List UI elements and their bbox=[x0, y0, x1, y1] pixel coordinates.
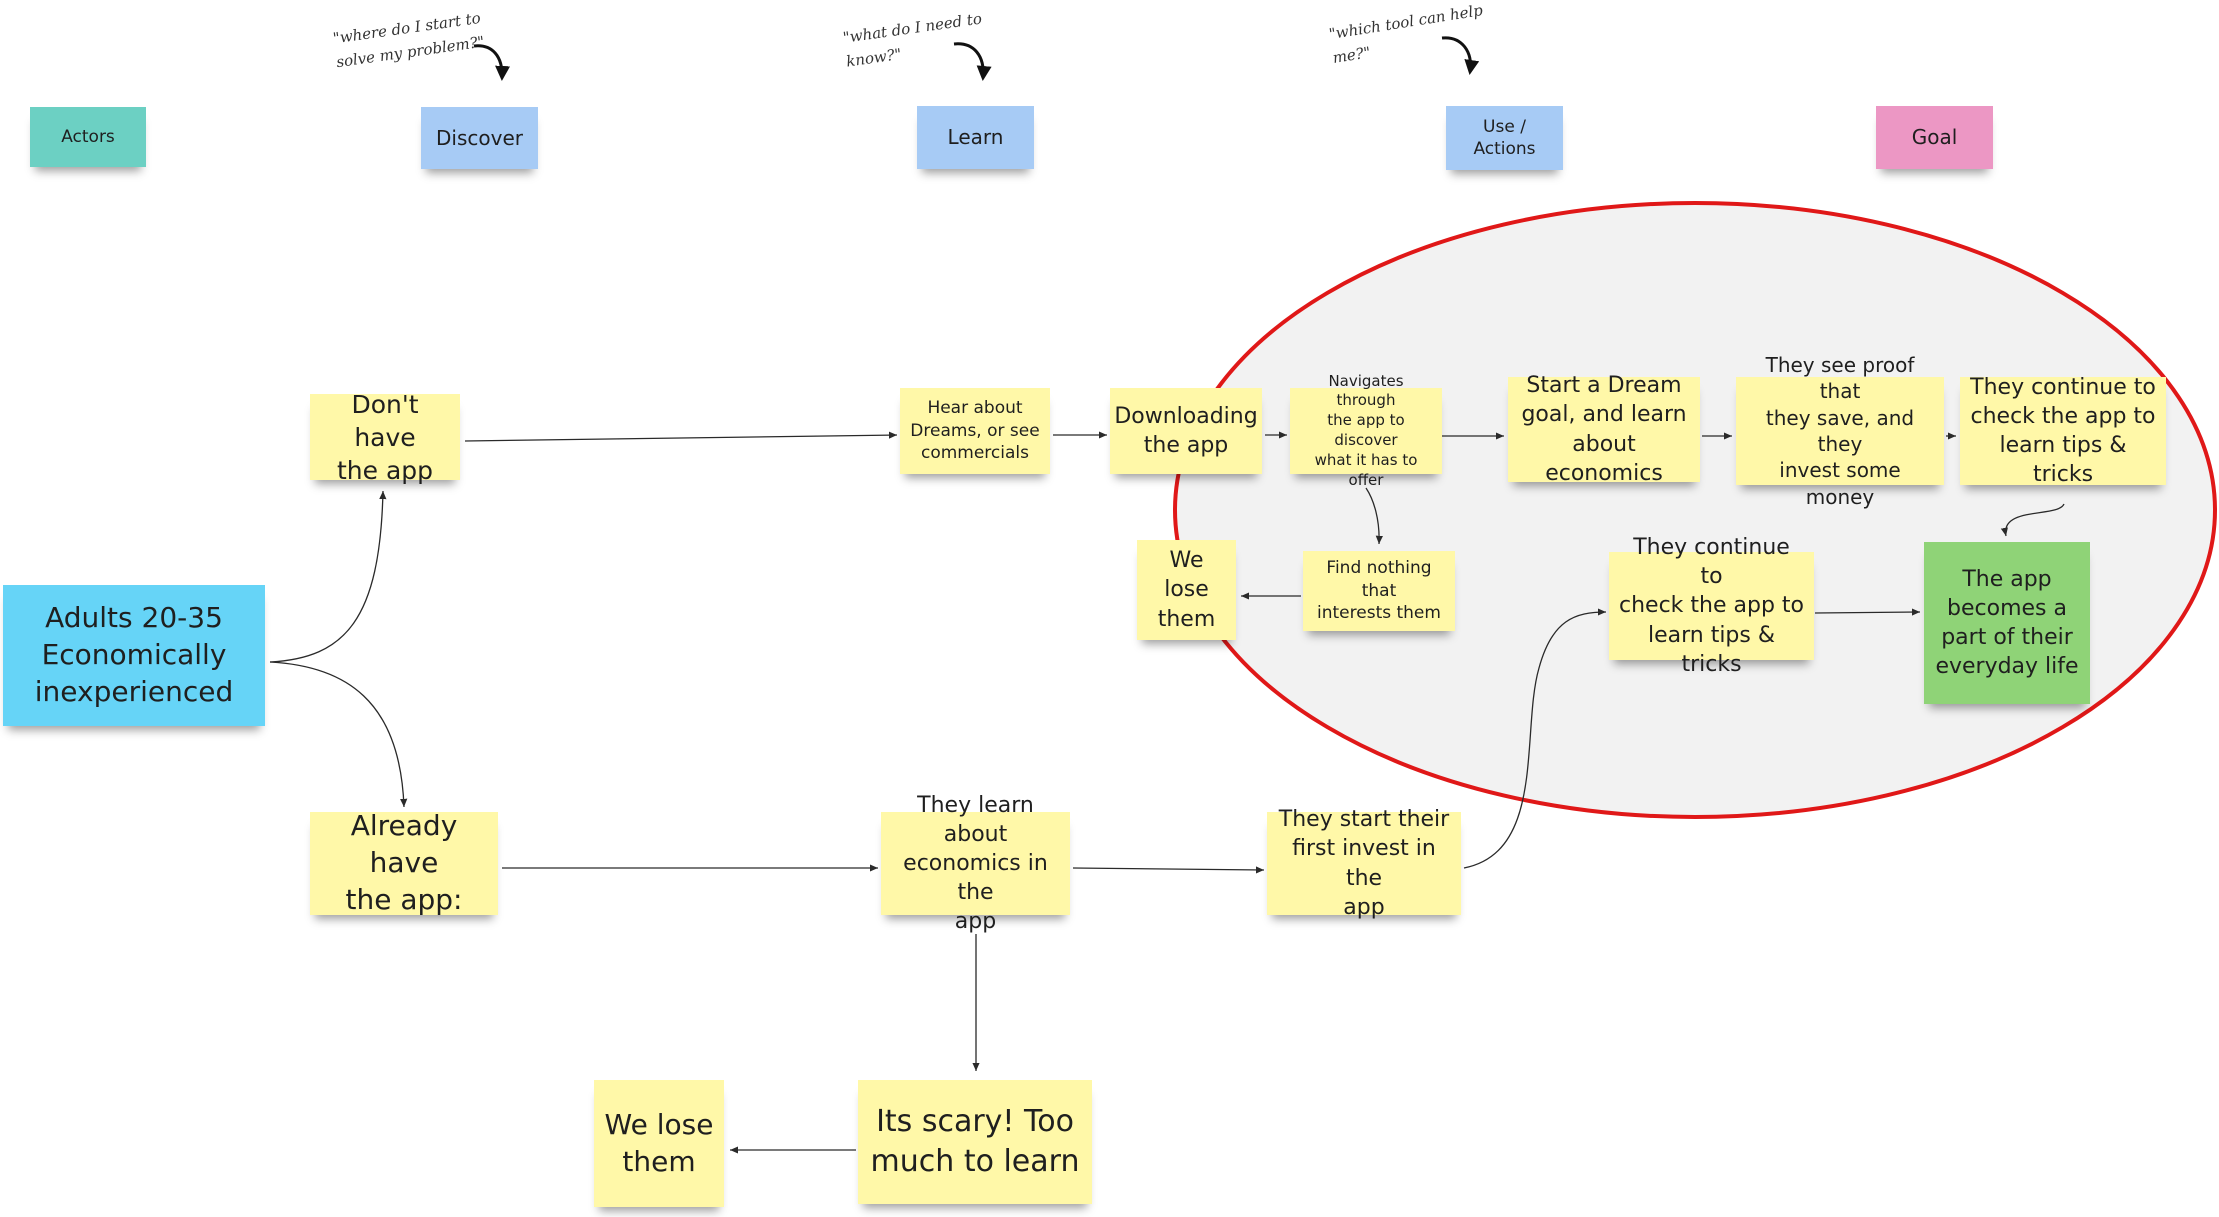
node-hear-about: Hear about Dreams, or see commercials bbox=[900, 388, 1050, 474]
node-we-lose-them-top: We lose them bbox=[1137, 540, 1236, 640]
header-actors: Actors bbox=[30, 107, 146, 167]
goal-highlight-ellipse bbox=[1173, 201, 2217, 819]
header-goal: Goal bbox=[1876, 106, 1993, 169]
node-continue-top: They continue to check the app to learn … bbox=[1960, 375, 2166, 487]
node-app-everyday: The app becomes a part of their everyday… bbox=[1924, 542, 2090, 704]
annotation-arrow-discover bbox=[473, 44, 511, 81]
header-use-actions: Use / Actions bbox=[1446, 106, 1563, 170]
edge-dont-have-to-hear bbox=[464, 431, 898, 442]
node-see-proof: They see proof that they save, and they … bbox=[1736, 353, 1944, 509]
node-scary: Its scary! Too much to learn bbox=[858, 1080, 1092, 1204]
edge-continue-top-to-app-everyday bbox=[2000, 503, 2065, 537]
edge-actor-to-dont-have bbox=[269, 490, 387, 663]
node-dont-have-app: Don't have the app bbox=[310, 390, 460, 485]
annotation-arrow-use bbox=[1441, 36, 1480, 75]
node-continue-bottom: They continue to check the app to learn … bbox=[1609, 535, 1814, 677]
node-downloading: Downloading the app bbox=[1110, 388, 1262, 474]
node-already-have-app: Already have the app: bbox=[310, 809, 498, 916]
node-navigates: Navigates through the app to discover wh… bbox=[1290, 372, 1442, 489]
edge-continue-bottom-to-app-everyday bbox=[1814, 608, 1921, 616]
edge-actor-to-already-have bbox=[269, 661, 408, 808]
node-first-invest: They start their first invest in the app bbox=[1267, 807, 1461, 920]
edge-learn-economics-to-first-invest bbox=[1072, 866, 1265, 874]
node-learn-economics: They learn about economics in the app bbox=[881, 793, 1070, 934]
header-discover: Discover bbox=[421, 107, 538, 169]
node-find-nothing: Find nothing that interests them bbox=[1303, 551, 1455, 631]
node-start-dream: Start a Dream goal, and learn about econ… bbox=[1508, 373, 1700, 486]
edge-first-invest-to-continue-bottom bbox=[1463, 608, 1607, 869]
header-learn: Learn bbox=[917, 106, 1034, 169]
edge-navigates-to-find-nothing bbox=[1365, 487, 1383, 545]
node-actor: Adults 20-35 Economically inexperienced bbox=[3, 585, 265, 726]
annotation-arrow-learn bbox=[953, 42, 992, 81]
node-we-lose-them-bottom: We lose them bbox=[594, 1080, 724, 1207]
